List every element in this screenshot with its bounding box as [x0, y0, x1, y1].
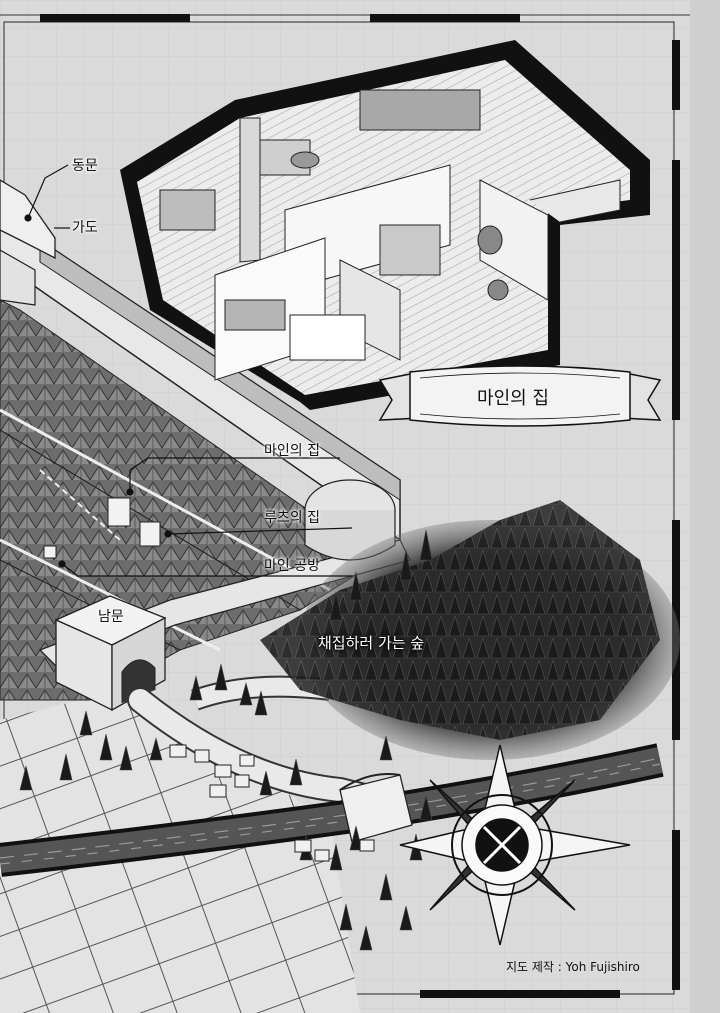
label-south-gate: 남문: [98, 609, 124, 625]
label-main-workshop: 마인 공방: [264, 558, 320, 574]
label-east-gate: 동문: [72, 158, 98, 174]
banner-title: 마인의 집: [477, 388, 549, 409]
label-road: 가도: [72, 220, 98, 236]
label-lutz-house: 루츠의 집: [264, 510, 320, 526]
label-gathering-forest: 채집하러 가는 숲: [318, 634, 425, 652]
map-credit: 지도 제작 : Yoh Fujishiro: [506, 960, 640, 974]
label-main-house-pointer: 마인의 집: [264, 443, 320, 459]
